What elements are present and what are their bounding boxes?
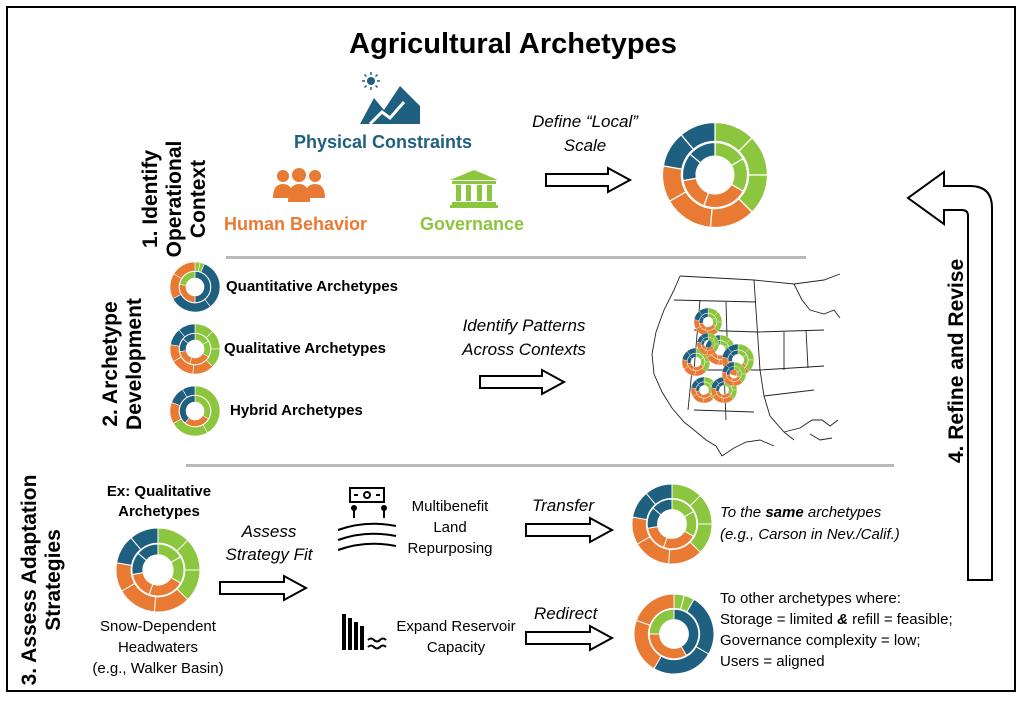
multibenefit-label: Multibenefit Land Repurposing <box>407 498 493 557</box>
example-label: Ex: Qualitative Archetypes <box>106 483 212 520</box>
identify-patterns-label: Identify Patterns Across Contexts <box>462 316 586 359</box>
land-repurposing-icon <box>337 487 397 551</box>
donut-group <box>721 361 747 387</box>
qualitative-donut <box>169 323 221 375</box>
donut-segment <box>648 608 675 635</box>
donut-segment <box>680 121 716 151</box>
local-scale-donut <box>661 121 769 229</box>
donut-segment <box>726 361 735 369</box>
donut-segment <box>728 366 735 372</box>
figure-title: Agricultural Archetypes <box>349 28 677 60</box>
donut-segment <box>178 323 196 338</box>
donut-segment <box>179 395 196 424</box>
transfer-label: Transfer <box>532 496 595 515</box>
donut-group <box>633 593 715 675</box>
donut-segment <box>173 261 196 279</box>
physical-constraints-label: Physical Constraints <box>294 132 473 152</box>
donut-segment <box>689 141 716 164</box>
hybrid-archetypes-label: Hybrid Archetypes <box>230 402 363 419</box>
other-archetypes-label: To other archetypes where: Storage = lim… <box>720 590 953 670</box>
donut-segment <box>182 385 196 398</box>
section1-label: 1. Identify Operational Context <box>139 140 210 258</box>
donut-group <box>710 376 738 404</box>
arrow-identify-patterns <box>479 368 567 396</box>
donut-group <box>693 307 723 337</box>
donut-segment <box>700 332 709 339</box>
donut-group <box>631 483 713 565</box>
donut-group <box>696 332 720 356</box>
section3-label: 3. Assess Adaptation Strategies <box>18 474 65 686</box>
arrow-transfer <box>525 516 615 544</box>
donut-segment <box>701 313 709 319</box>
donut-group <box>169 323 221 375</box>
building-icon <box>450 170 498 208</box>
people-icon <box>273 168 325 202</box>
assess-strategy-fit-label: Assess Strategy Fit <box>225 522 313 564</box>
expand-reservoir-label: Expand Reservoir Capacity <box>396 618 516 656</box>
human-behavior-label: Human Behavior <box>224 214 368 234</box>
snow-dependent-donut <box>115 527 201 613</box>
donut-group <box>169 385 221 437</box>
map-archetype-donuts <box>681 307 755 404</box>
donut-group <box>169 261 221 313</box>
redirect-target-donut <box>633 593 715 675</box>
section2-label: 2. Archetype Development <box>99 298 146 430</box>
hybrid-donut <box>169 385 221 437</box>
donut-segment <box>698 307 709 316</box>
define-local-scale-label: Define “Local” Scale <box>532 112 638 155</box>
quantitative-archetypes-label: Quantitative Archetypes <box>226 278 398 295</box>
donut-segment <box>652 498 673 516</box>
donut-segment <box>715 376 725 384</box>
arrow-redirect <box>525 624 615 652</box>
quantitative-donut <box>169 261 221 313</box>
qualitative-archetypes-label: Qualitative Archetypes <box>224 340 387 357</box>
donut-segment <box>727 343 739 353</box>
north-america-map <box>651 273 841 457</box>
reservoir-icon <box>342 614 387 650</box>
donut-segment <box>179 271 196 286</box>
donut-segment <box>697 381 705 388</box>
donut-segment <box>686 347 697 356</box>
donut-segment <box>635 593 675 626</box>
transfer-target-donut <box>631 483 713 565</box>
donut-segment <box>702 337 709 342</box>
sun-icon <box>362 72 380 90</box>
arrow-define-scale <box>545 166 633 194</box>
section4-label: 4. Refine and Revise <box>945 258 968 464</box>
donut-segment <box>130 527 159 551</box>
donut-segment <box>182 333 196 344</box>
divider-2 <box>186 464 894 467</box>
figure-frame: Agricultural Archetypes 1. Identify Oper… <box>6 6 1016 692</box>
arrow-assess-strategy <box>219 574 309 602</box>
redirect-label: Redirect <box>534 604 598 623</box>
governance-label: Governance <box>420 214 525 234</box>
donut-segment <box>137 543 159 561</box>
donut-segment <box>689 353 697 359</box>
refine-revise-arrow <box>906 170 993 581</box>
divider-1 <box>226 256 806 259</box>
donut-group <box>661 121 769 229</box>
donut-segment <box>730 349 739 357</box>
snow-dependent-label: Snow-Dependent Headwaters (e.g., Walker … <box>92 618 224 677</box>
donut-segment <box>645 483 673 506</box>
donut-segment <box>695 376 705 384</box>
same-archetypes-label: To the same archetypes (e.g., Carson in … <box>720 504 900 543</box>
donut-segment <box>717 381 725 388</box>
mountain-icon <box>360 86 420 126</box>
donut-group <box>115 527 201 613</box>
